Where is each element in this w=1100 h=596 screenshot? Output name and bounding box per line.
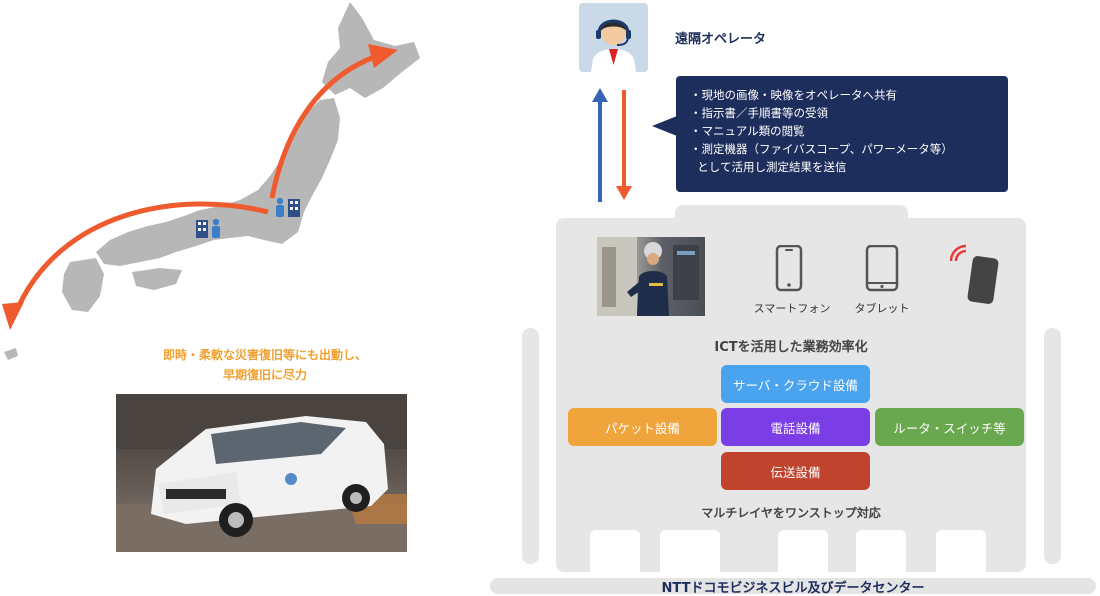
- arrow-to-kyushu: [13, 201, 269, 313]
- building-label: NTTドコモビジネスビル及びデータセンター: [661, 581, 925, 596]
- service-car-photo: [116, 394, 407, 552]
- tablet-label: タブレット: [854, 302, 910, 315]
- tablet-icon: [865, 245, 899, 292]
- okinawa-shape: [4, 348, 18, 360]
- multilayer-label: マルチレイヤをワンストップ対応: [701, 506, 881, 520]
- arrow-head-kyushu: [2, 302, 24, 330]
- info-line-3: ・マニュアル類の閲覧: [690, 124, 805, 138]
- japan-map: [2, 2, 420, 360]
- caption-line-2: 早期復旧に尽力: [222, 368, 307, 382]
- ict-label: ICTを活用した業務効率化: [714, 340, 868, 355]
- worker-icon-west: [196, 218, 220, 238]
- info-line-5: として活用し測定結果を送信: [690, 160, 847, 174]
- telephone-equipment: 電話設備: [721, 408, 870, 446]
- kyushu-shape: [62, 258, 104, 312]
- wireless-sensor-icon: [950, 244, 999, 304]
- building-door-3: [778, 530, 828, 572]
- building-door-5: [936, 530, 986, 572]
- left-pillar: [522, 328, 539, 564]
- info-line-4: ・測定機器（ファイバスコープ、パワーメータ等）: [690, 142, 953, 156]
- operator-label: 遠隔オペレータ: [675, 32, 767, 47]
- shikoku-shape: [132, 268, 182, 290]
- info-balloon: ・現地の画像・映像をオペレータへ共有 ・指示書／手順書等の受領 ・マニュアル類の…: [676, 76, 1008, 192]
- field-work-photo: [597, 237, 705, 316]
- caption: 即時・柔軟な災害復旧等にも出動し、 早期復旧に尽力: [115, 345, 415, 385]
- honshu-shape: [96, 98, 340, 266]
- building-door-4: [856, 530, 906, 572]
- smartphone-label: スマートフォン: [753, 302, 831, 315]
- info-line-1: ・現地の画像・映像をオペレータへ共有: [690, 88, 897, 102]
- communication-arrows: [592, 88, 632, 202]
- car-illustration: [116, 394, 407, 552]
- right-pillar: [1044, 328, 1061, 564]
- arrow-to-hokkaido: [269, 52, 381, 199]
- caption-line-1: 即時・柔軟な災害復旧等にも出動し、: [162, 348, 367, 362]
- building-door-1: [590, 530, 640, 572]
- ground-base: [490, 578, 1096, 594]
- info-balloon-tail: [652, 116, 677, 136]
- download-arrow-icon: [616, 90, 632, 200]
- info-line-2: ・指示書／手順書等の受領: [690, 106, 828, 120]
- headset-operator-icon: [591, 19, 636, 72]
- router-switch-equipment: ルータ・スイッチ等: [875, 408, 1024, 446]
- server-cloud-equipment: サーバ・クラウド設備: [721, 365, 870, 403]
- building-door-2: [660, 530, 720, 572]
- technician-illustration: [597, 237, 699, 316]
- packet-equipment: パケット設備: [568, 408, 717, 446]
- transmission-equipment: 伝送設備: [721, 452, 870, 490]
- worker-icon-east: [276, 197, 300, 217]
- arrow-head-hokkaido: [368, 44, 398, 68]
- operator-avatar: [579, 3, 648, 72]
- upload-arrow-icon: [592, 88, 608, 202]
- smartphone-icon: [775, 245, 803, 292]
